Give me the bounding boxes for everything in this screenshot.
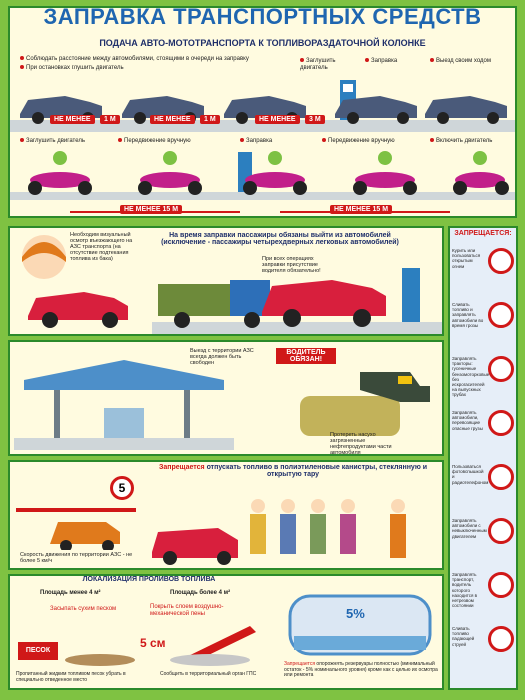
moto-stop-engine: Заглушить двигатель — [20, 138, 100, 145]
forbidden-item-1: Курить или пользоваться открытым огнем — [452, 248, 481, 269]
moto-push-2: Передвижение вручную — [322, 138, 402, 145]
no-smoking-icon — [488, 248, 514, 274]
spill-foam-note: Покрыть слоем воздушно-механической пены — [150, 604, 224, 617]
moto-distance-1: НЕ МЕНЕЕ 15 М — [120, 205, 183, 214]
car-at-gate — [16, 508, 136, 550]
motorcycles-illustration — [10, 151, 515, 200]
moto-distance-2: НЕ МЕНЕЕ 15 М — [330, 205, 393, 214]
fuel-nozzle-illustration — [300, 372, 430, 436]
motorcycle-2 — [138, 151, 202, 195]
queue-people-illustration — [152, 499, 406, 565]
forbidden-item-8: Сливать топливо падающей струей — [452, 626, 475, 647]
falling-stream-icon — [488, 626, 514, 652]
spill-area-1: Площадь менее 4 м² — [40, 590, 101, 596]
tank-percent: 5% — [346, 606, 365, 621]
motorcycle-5 — [453, 151, 509, 195]
spill-area-2: Площадь более 4 м² — [170, 590, 231, 596]
speed-note: Скорость движения по территории АЗС - не… — [20, 552, 133, 565]
car-note-2: При остановках глушить двигатель — [20, 65, 260, 72]
tank-note: Запрещается опорожнять резервуары полнос… — [284, 661, 438, 678]
spill-sand-note: Засыпать сухим песком — [50, 606, 117, 612]
motorcycle-4 — [353, 151, 417, 195]
driver-must-label: ВОДИТЕЛЬ ОБЯЗАН! — [276, 348, 336, 364]
exit-note: Выезд с территории АЗС всегда должен быт… — [190, 348, 254, 367]
forbidden-item-5: Пользоваться фотовспышкой и радиотелефон… — [452, 464, 489, 485]
car-note-1: Соблюдать расстояние между автомобилями,… — [20, 56, 260, 63]
car-distance-3-value: 3 М — [305, 115, 325, 124]
car-distance-2: НЕ МЕНЕЕ — [150, 115, 195, 124]
speed-limit-sign: 5 — [110, 476, 134, 500]
spill-illustration — [65, 626, 256, 666]
cars-illustration — [10, 80, 515, 132]
car-2 — [122, 96, 204, 124]
spill-heading: ЛОКАЛИЗАЦИЯ ПРОЛИВОВ ТОПЛИВА — [82, 576, 216, 583]
car-stop-engine: Заглушить двигатель — [300, 58, 336, 71]
car-leave: Выезд своим ходом — [430, 58, 510, 65]
motorcycle-3 — [243, 151, 307, 195]
forbidden-column: ЗАПРЕЩАЕТСЯ: Курить или пользоваться отк… — [448, 226, 518, 690]
driver-present-note: При всех операциях заправки присутствие … — [262, 256, 321, 275]
sand-box: ПЕСОК — [18, 642, 58, 660]
moto-refuel: Заправка — [240, 138, 300, 145]
car-distance-2-value: 1 М — [200, 115, 220, 124]
red-suv-inspect — [28, 292, 128, 328]
drunk-driver-icon — [488, 572, 514, 598]
poster-title: ЗАПРАВКА ТРАНСПОРТНЫХ СРЕДСТВ — [43, 4, 482, 29]
car-5 — [425, 96, 507, 124]
girl-illustration — [22, 235, 66, 279]
tractor-icon — [488, 356, 514, 382]
forbidden-item-6: Заправлять автомобили с невыключенным дв… — [452, 518, 487, 539]
hazard-truck-icon — [488, 410, 514, 436]
spill-depth: 5 см — [140, 636, 166, 650]
forbidden-title: ЗАПРЕЩАЕТСЯ: — [454, 230, 512, 237]
spill-collect-note: Пропитанный жидким топливом песок убрать… — [16, 671, 126, 683]
tank-illustration — [288, 594, 432, 656]
inspect-note: Необходим визуальный осмотр въезжающего … — [70, 232, 133, 263]
moto-start-engine: Включить двигатель — [430, 138, 510, 145]
truck-and-suv-illustration — [152, 268, 442, 334]
motorcycle-1 — [28, 151, 92, 195]
car-distance-1-value: 1 М — [100, 115, 120, 124]
spill-report-note: Сообщить в территориальный орган ГПС — [160, 671, 257, 677]
forbidden-item-2: Сливать топливо и заправлять автомобили … — [452, 302, 484, 328]
gas-station-illustration — [14, 360, 234, 450]
phone-flash-icon — [488, 464, 514, 490]
car-distance-3: НЕ МЕНЕЕ — [255, 115, 300, 124]
car-4 — [335, 96, 417, 124]
car-distance-1: НЕ МЕНЕЕ — [50, 115, 95, 124]
thunderstorm-icon — [488, 302, 514, 328]
car-refuel: Заправка — [365, 58, 405, 65]
passengers-heading: На время заправки пассажиры обязаны выйт… — [161, 232, 399, 246]
forbidden-fuel-heading: Запрещается отпускать топливо в полиэтил… — [158, 464, 428, 478]
forbidden-item-7: Заправлять транспорт, водитель которого … — [452, 572, 478, 609]
moto-push-1: Передвижение вручную — [118, 138, 198, 145]
forbidden-item-4: Заправлять автомобили, перевозящие опасн… — [452, 410, 483, 431]
running-engine-icon — [488, 518, 514, 544]
poster-subtitle: ПОДАЧА АВТО-МОТОТРАНСПОРТА К ТОПЛИВОРАЗД… — [99, 38, 426, 48]
forbidden-item-3: Заправлять тракторы: гусеничные бензомот… — [452, 356, 490, 398]
wipe-note: Протереть насухо загрязненные нефтепроду… — [330, 432, 392, 457]
